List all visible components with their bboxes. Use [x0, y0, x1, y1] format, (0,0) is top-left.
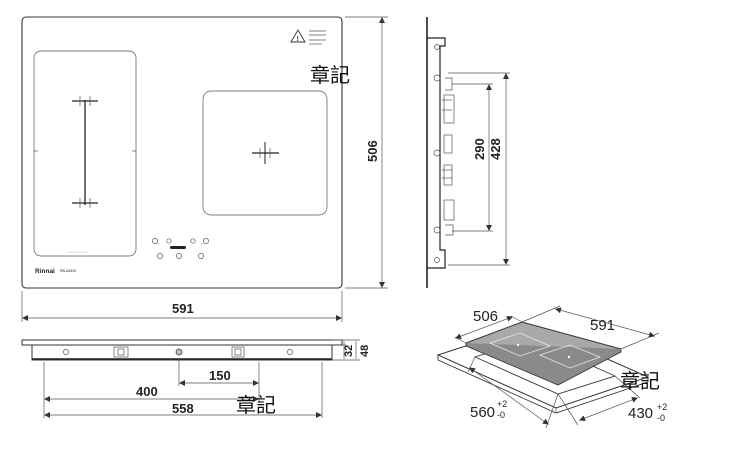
front-view: 150 400 558 32 48: [21, 339, 371, 418]
left-zone-upper-cross: [72, 96, 98, 106]
right-cooking-zone: [202, 90, 328, 216]
iso-width-label: 591: [590, 317, 615, 334]
watermark-stamp-2: 章記: [236, 393, 276, 417]
svg-text:-0: -0: [497, 410, 505, 420]
watermark-stamp-1: 章記: [310, 63, 350, 87]
dim-400-label: 400: [136, 384, 158, 399]
touch-control-panel: + +: [152, 238, 209, 259]
cutout-width-label: 560: [470, 404, 495, 421]
dim-150-label: 150: [209, 368, 231, 383]
height-48-label: 48: [359, 345, 371, 357]
dim-558-label: 558: [172, 401, 194, 416]
svg-text:+2: +2: [497, 399, 507, 409]
inner-height-label: 290: [472, 138, 487, 160]
svg-text:○ ○ ○ ○ ○ ○ ○ ○: ○ ○ ○ ○ ○ ○ ○ ○: [68, 250, 89, 254]
cutout-isometric-view: 506 591 560 +2 -0 430 +2 -0: [436, 305, 667, 429]
svg-text:+2: +2: [657, 402, 667, 412]
outer-height-label: 428: [488, 138, 503, 160]
left-cooking-zone: [33, 50, 137, 257]
cutout-depth-label: 430: [628, 405, 653, 422]
left-zone-lower-cross: [72, 198, 98, 208]
iso-depth-label: 506: [473, 308, 498, 325]
glass-top-outline: [21, 16, 343, 289]
front-glass: [21, 339, 343, 346]
top-view: ○ ○ ○ ○ ○ ○ ○ ○ ! +: [21, 16, 388, 322]
width-dimension-label: 591: [172, 301, 194, 316]
model-label: RB-A2520: [60, 269, 76, 273]
svg-text:+: +: [201, 242, 203, 246]
side-view: 290 428: [426, 17, 510, 288]
watermark-stamp-3: 章記: [620, 369, 660, 393]
height-32-label: 32: [343, 345, 355, 357]
svg-text:!: !: [297, 36, 299, 43]
right-zone-cross: [252, 142, 279, 164]
brand-logo: Rinnai: [35, 268, 55, 275]
depth-dimension-label: 506: [365, 140, 380, 162]
svg-text:+: +: [158, 242, 160, 246]
warning-label: !: [290, 29, 326, 45]
svg-text:-0: -0: [657, 413, 665, 423]
